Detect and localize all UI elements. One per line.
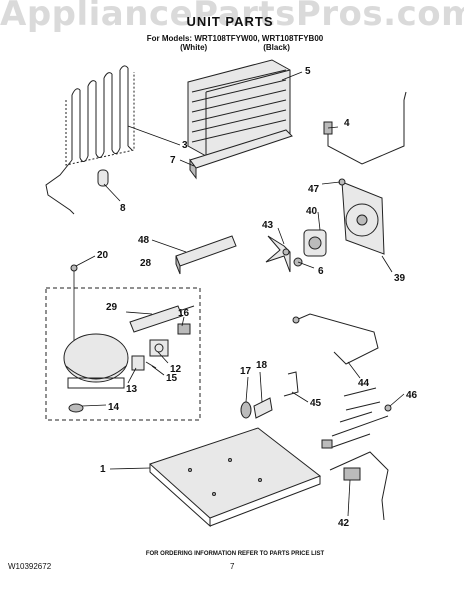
callout-7: 7 [170, 155, 176, 166]
callout-17: 17 [240, 366, 252, 377]
callout-40: 40 [306, 206, 318, 217]
callout-15: 15 [166, 373, 178, 384]
watermark-text: AppliancePartsPros.com [0, 0, 464, 34]
overload-12 [149, 339, 169, 357]
compressor-group-outline [45, 287, 201, 421]
screw-46 [384, 404, 392, 412]
callout-45: 45 [310, 398, 322, 409]
clip-15 [145, 361, 157, 369]
callout-20: 20 [97, 250, 109, 261]
callout-8: 8 [120, 203, 126, 214]
callout-12: 12 [170, 364, 182, 375]
wire-harness [321, 387, 389, 521]
grommet-14 [68, 403, 84, 413]
document-number: W10392672 [8, 562, 52, 571]
callout-5: 5 [305, 66, 311, 77]
drier-part [97, 169, 109, 187]
callout-42: 42 [338, 518, 350, 529]
callout-44: 44 [358, 378, 370, 389]
callout-3: 3 [182, 140, 188, 151]
callout-43: 43 [262, 220, 274, 231]
condenser-coil [45, 65, 135, 215]
callout-47: 47 [308, 184, 320, 195]
start-device [129, 305, 195, 333]
variant-white: (White) [180, 43, 208, 52]
callout-14: 14 [108, 402, 120, 413]
terminal-cover [131, 355, 145, 371]
callout-46: 46 [406, 390, 418, 401]
callout-16: 16 [178, 308, 190, 319]
variant-black: (Black) [263, 43, 290, 52]
callout-4: 4 [344, 118, 350, 129]
relay-16 [177, 323, 191, 335]
model-variants: (White) (Black) [110, 43, 360, 52]
evaporator-coil [187, 59, 291, 157]
fan-blade [265, 235, 291, 273]
callout-13: 13 [126, 384, 138, 395]
fan-bracket-18 [253, 397, 273, 419]
page-title: UNIT PARTS [186, 14, 274, 29]
fan-motor [303, 229, 327, 257]
tube-44 [292, 313, 379, 365]
page-number: 7 [230, 562, 235, 571]
base-plate [149, 427, 322, 528]
ordering-note: FOR ORDERING INFORMATION REFER TO PARTS … [145, 551, 325, 557]
condenser-fan-17 [240, 401, 252, 419]
compressor [63, 333, 129, 389]
mounting-bracket-48 [175, 235, 237, 275]
callout-28: 28 [140, 258, 152, 269]
callout-1: 1 [100, 464, 106, 475]
models-line: For Models: WRT108TFYW00, WRT108TFYB00 [146, 34, 324, 43]
callout-labels: 3 4 5 6 7 8 12 13 14 15 16 17 18 20 28 2… [97, 66, 418, 529]
callout-48: 48 [138, 235, 150, 246]
callout-18: 18 [256, 360, 268, 371]
fan-shroud [341, 181, 385, 255]
defrost-sensor [323, 91, 407, 165]
callout-6: 6 [318, 266, 324, 277]
part-45 [283, 371, 299, 397]
callout-39: 39 [394, 273, 406, 284]
leader-lines [75, 71, 405, 517]
callout-29: 29 [106, 302, 118, 313]
model-list: For Models: WRT108TFYW00, WRT108TFYB00 (… [110, 34, 360, 52]
